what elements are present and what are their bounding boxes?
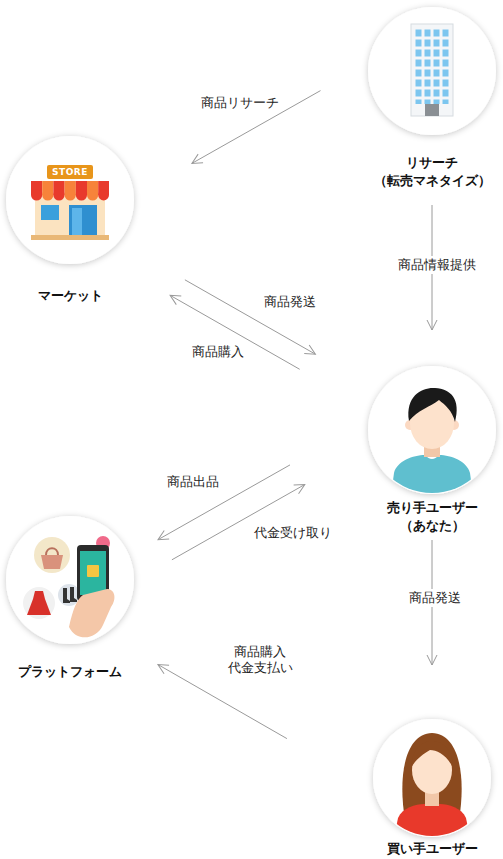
edge-label: 商品購入 [190, 343, 246, 361]
seller-icon-part [391, 388, 473, 495]
edge-label: 商品出品 [165, 473, 221, 491]
node-label: リサーチ （転売マネタイズ） [364, 154, 500, 190]
building-icon-part [411, 24, 453, 116]
store-icon-part [35, 195, 105, 235]
platform-node: プラットフォーム [2, 513, 138, 681]
buyer-icon [373, 719, 491, 838]
edge-label: 商品購入 代金支払い [220, 643, 300, 677]
platform-icon-part [46, 548, 58, 555]
buyer-icon-part [394, 733, 470, 838]
platform-icon-part [6, 516, 134, 644]
building-icon-part [425, 104, 439, 116]
store-icon-part [65, 189, 76, 200]
platform-icon-part [87, 565, 99, 577]
store-icon-part [53, 189, 64, 200]
store-icon-part [69, 205, 97, 235]
edge-label: 商品発送 [407, 589, 463, 607]
node-label: 買い手ユーザー [364, 841, 500, 856]
seller-icon-part [368, 366, 496, 494]
flow-arrow [172, 485, 305, 560]
building-icon-part [368, 7, 496, 135]
store-icon-part [47, 165, 93, 179]
store-icon-part [87, 189, 98, 200]
platform-icon-part [69, 589, 114, 637]
buyer-icon-part [394, 804, 470, 838]
flow-arrow [192, 91, 321, 164]
store-icon-part [6, 136, 134, 264]
store-icon [6, 136, 134, 264]
store-icon-part [31, 235, 109, 240]
store-sign-text: STORE [52, 167, 88, 178]
node-label: プラットフォーム [2, 663, 138, 681]
building-icon [368, 7, 496, 135]
store-icon-part [41, 205, 59, 220]
buyer-node: 買い手ユーザー [364, 716, 500, 856]
buyer-icon-part [411, 741, 453, 768]
buyer-icon-part [373, 719, 491, 837]
node-label: マーケット [2, 287, 138, 305]
platform-icon-part [23, 587, 55, 619]
platform-icon-part [41, 555, 63, 569]
research-node: リサーチ （転売マネタイズ） [364, 4, 500, 190]
seller-icon [368, 366, 496, 495]
edge-label: 商品情報提供 [396, 256, 478, 274]
seller-icon-part [408, 388, 456, 422]
store-icon-part [72, 208, 82, 235]
edge-label: 商品発送 [262, 293, 318, 311]
store-icon-part [98, 190, 109, 201]
building-icon-part [414, 28, 450, 104]
platform-icon-part [27, 591, 51, 615]
edge-label: 商品リサーチ [199, 94, 281, 112]
edge-label: 代金受け取り [252, 524, 334, 542]
platform-icon-part [63, 587, 77, 603]
seller-node: 売り手ユーザー （あなた） [364, 363, 500, 535]
store-icon-part [76, 189, 87, 200]
market-node: マーケット [2, 133, 138, 305]
node-label: 売り手ユーザー （あなた） [364, 499, 500, 535]
platform-icon [6, 516, 134, 644]
platform-icon-part [34, 537, 70, 573]
store-icon-part [42, 189, 53, 200]
platform-icon-part [80, 551, 106, 595]
store-icon-part [31, 189, 42, 200]
seller-icon-part [391, 455, 473, 495]
